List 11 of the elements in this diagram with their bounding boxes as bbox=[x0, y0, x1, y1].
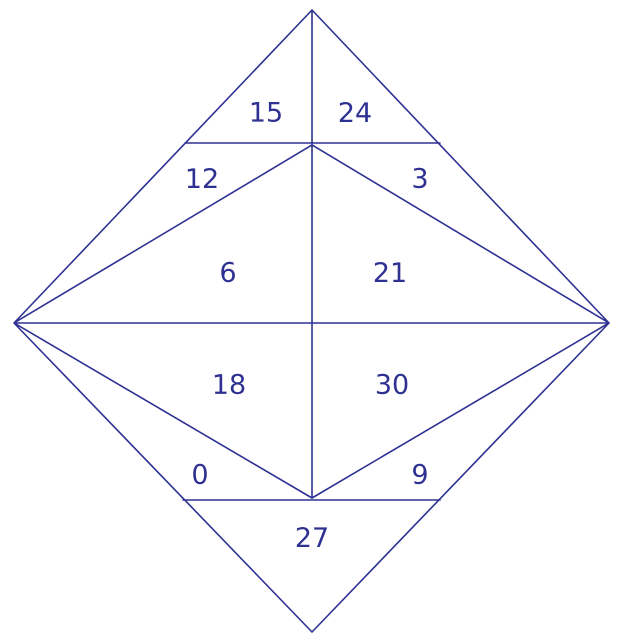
region-number: 18 bbox=[214, 374, 244, 394]
region-number: 9 bbox=[413, 464, 427, 484]
region-number: 3 bbox=[413, 168, 426, 188]
region-number: 12 bbox=[188, 168, 216, 188]
region-number: 6 bbox=[221, 262, 235, 282]
region-number: 30 bbox=[376, 374, 408, 394]
region-number: 24 bbox=[340, 102, 371, 122]
region-number: 27 bbox=[296, 526, 327, 548]
region-number: 15 bbox=[252, 102, 281, 122]
region-number: 0 bbox=[193, 464, 207, 484]
region-number: 21 bbox=[374, 262, 405, 282]
